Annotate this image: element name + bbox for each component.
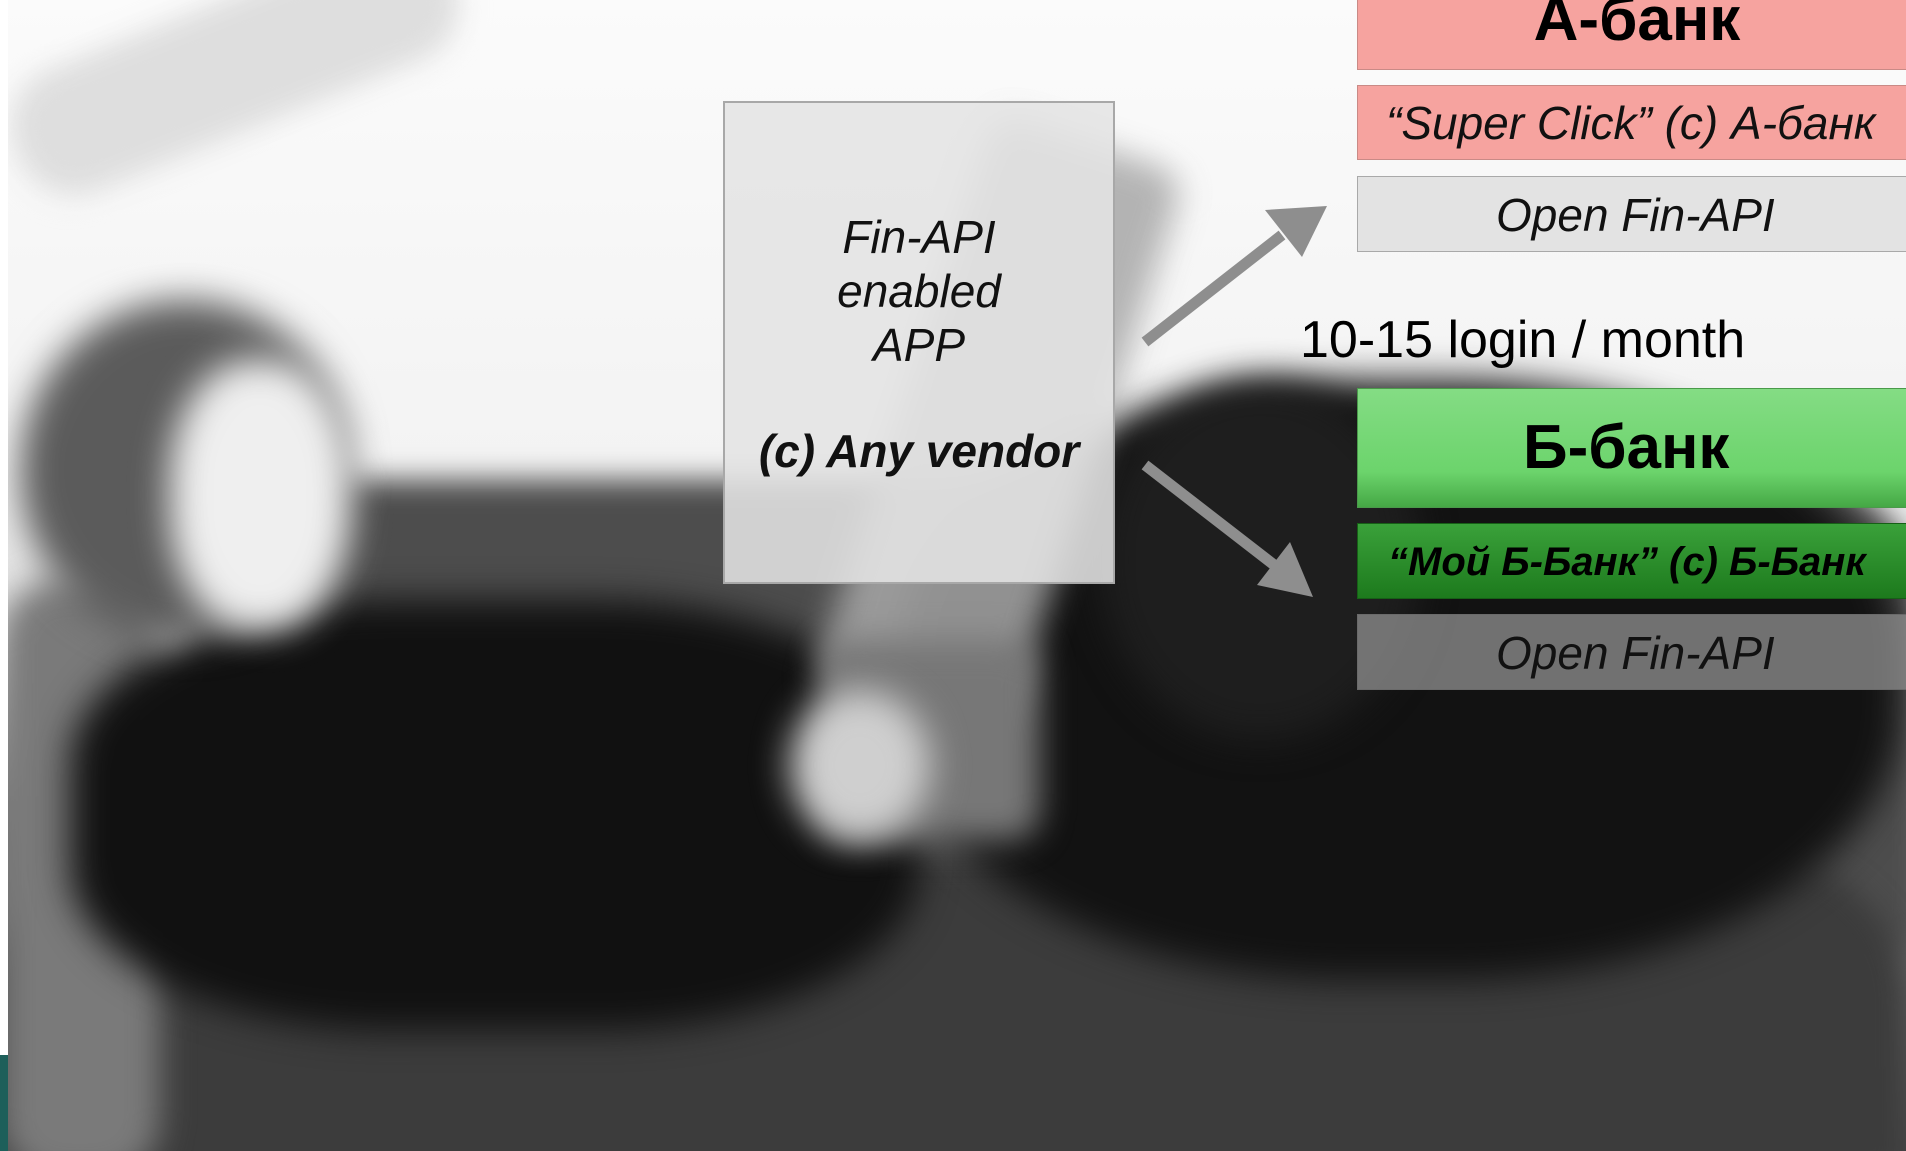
login-frequency-note: 10-15 login / month [1300, 311, 1746, 369]
arrow-to-bank-a-head [1265, 206, 1327, 257]
bank-b-app: “Мой Б-Банк” (c) Б-Банк [1357, 523, 1906, 599]
bank-a-open-api: Open Fin-API [1357, 176, 1906, 252]
arrow-to-bank-a [1141, 206, 1327, 347]
photo-person-face [170, 360, 350, 630]
photo-person-hand [790, 690, 930, 840]
app-box-label: Fin-API enabled APP [723, 210, 1115, 372]
bank-b-title: Б-банк [1357, 388, 1906, 508]
slide-teal-accent [0, 1055, 8, 1151]
app-box-vendor: (c) Any vendor [758, 425, 1080, 477]
bank-a-app: “Super Click” (c) А-банк [1357, 85, 1906, 160]
photo-person-body [70, 600, 920, 1030]
app-box [723, 101, 1115, 584]
bank-a-title: А-банк [1357, 0, 1906, 70]
arrow-to-bank-b [1141, 460, 1313, 597]
app-box-line-2: enabled [837, 265, 1001, 317]
arrow-to-bank-b-head [1257, 542, 1313, 597]
app-box-line-1: Fin-API [842, 211, 996, 263]
app-box-line-3: APP [872, 319, 966, 371]
arrow-to-bank-a-shaft [1141, 230, 1286, 347]
arrow-to-bank-b-shaft [1141, 460, 1282, 573]
bank-b-open-api: Open Fin-API [1357, 614, 1906, 690]
slide-left-edge [0, 0, 8, 1151]
